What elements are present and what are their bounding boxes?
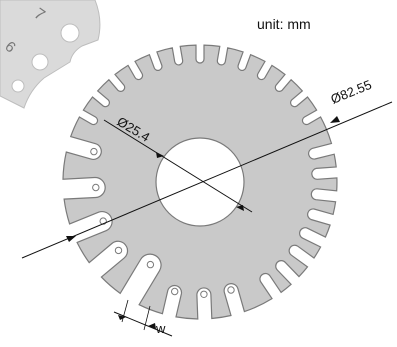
photo-gauge-fragment: 7 6 (0, 0, 101, 109)
unit-note: unit: mm (257, 16, 311, 32)
center-bore (155, 137, 245, 227)
slot-width-label: w (155, 321, 166, 336)
bore-diameter-arrow-right (236, 205, 244, 211)
slot-holes (90, 147, 235, 298)
outer-diameter-arrow-right (330, 116, 340, 123)
photo-slot-3 (11, 79, 25, 93)
slot-end-hole (200, 290, 208, 298)
slot-width-extension-right (143, 305, 151, 331)
bore-diameter-line (103, 119, 253, 213)
slot-end-hole (146, 260, 155, 269)
slot-end-hole (227, 286, 235, 294)
slot-end-hole (92, 183, 100, 192)
photo-slot-1 (60, 23, 80, 43)
bore-diameter-arrow-left (156, 152, 164, 158)
outer-diameter-arrow-left (66, 236, 76, 242)
slot-width-arrow-right (148, 323, 156, 329)
photo-slot-2 (31, 53, 49, 71)
slot-end-hole (171, 287, 179, 296)
slot-width-extension-left (121, 299, 129, 323)
slot-end-hole (90, 147, 98, 156)
outer-diameter-label: Ø82.55 (329, 77, 374, 107)
slot-width-arrow-left (118, 315, 126, 320)
slot-end-hole (114, 246, 123, 255)
slot-width-dimension: w (113, 299, 173, 337)
outer-diameter-line (21, 101, 393, 259)
